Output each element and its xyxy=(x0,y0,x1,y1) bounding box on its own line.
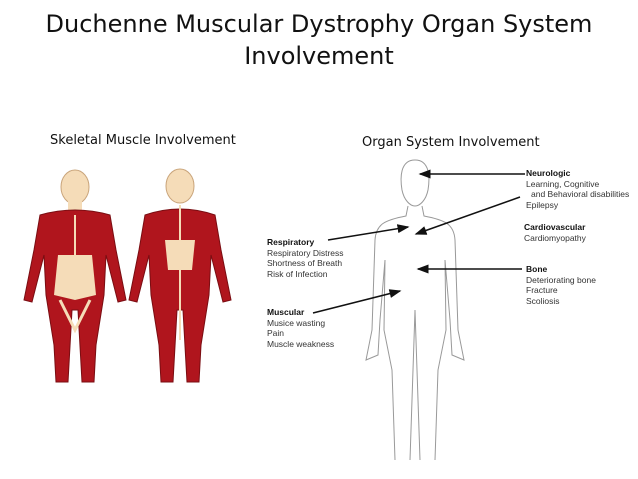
label-item: Deteriorating bone xyxy=(526,274,596,285)
respiratory-label: Respiratory Respiratory Distress Shortne… xyxy=(267,237,344,279)
label-item: Shortness of Breath xyxy=(267,258,343,268)
label-item: Musice wasting xyxy=(267,317,326,328)
organ-heading: Organ System Involvement xyxy=(362,135,540,150)
muscular-arrow xyxy=(312,289,402,314)
label-item: Pain xyxy=(267,328,285,338)
label-item: Risk of Infection xyxy=(267,268,328,279)
label-item: and Behavioral disabilities xyxy=(531,189,630,199)
neurologic-label: Neurologic Learning, Cognitive and Behav… xyxy=(526,168,629,210)
body-outline-figure xyxy=(365,159,465,461)
respiratory-title: Respiratory xyxy=(267,237,315,247)
bone-label: Bone Deteriorating bone Fracture Scolios… xyxy=(526,264,596,306)
label-item: Scoliosis xyxy=(526,295,560,306)
slide-title: Duchenne Muscular Dystrophy Organ System… xyxy=(45,10,593,70)
cardiovascular-label: Cardiovascular Cardiomyopathy xyxy=(524,222,586,243)
skeletal-heading: Skeletal Muscle Involvement xyxy=(50,133,236,148)
label-item: Cardiomyopathy xyxy=(524,232,586,243)
front-muscle-figure xyxy=(23,169,127,383)
cardiovascular-arrow xyxy=(414,196,521,235)
back-muscle-figure xyxy=(128,168,232,383)
label-item: Epilepsy xyxy=(526,199,559,210)
neurologic-title: Neurologic xyxy=(526,168,571,178)
muscular-title: Muscular xyxy=(267,307,305,317)
label-item: Muscle weakness xyxy=(267,338,335,349)
respiratory-arrow xyxy=(327,224,410,241)
label-item: Fracture xyxy=(526,285,558,295)
label-item: Learning, Cognitive xyxy=(526,178,600,189)
cardiovascular-title: Cardiovascular xyxy=(524,222,586,232)
muscular-label: Muscular Musice wasting Pain Muscle weak… xyxy=(267,307,334,349)
bone-title: Bone xyxy=(526,264,548,274)
label-item: Respiratory Distress xyxy=(267,247,344,258)
